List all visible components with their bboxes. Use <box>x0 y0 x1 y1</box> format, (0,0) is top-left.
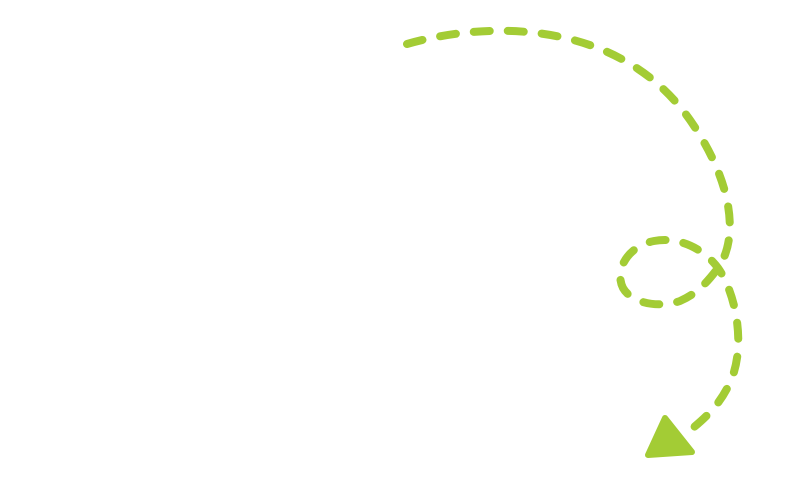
dashed-arrow-path <box>403 26 743 440</box>
arrowhead-icon <box>645 415 695 458</box>
